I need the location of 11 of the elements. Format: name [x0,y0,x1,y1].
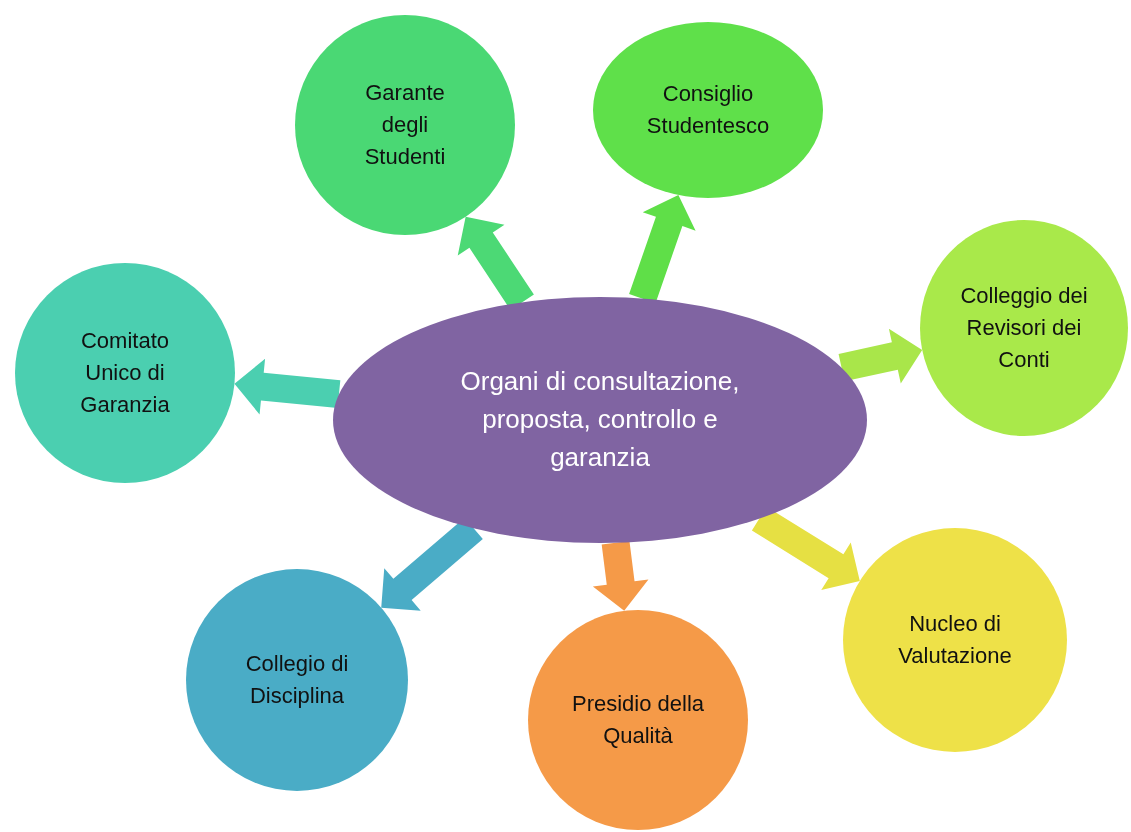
node-label: Colleggio dei Revisori dei Conti [959,282,1089,374]
node-label: Collegio di Disciplina [244,650,350,710]
block-arrow [838,328,923,384]
node-label: Presidio della Qualità [570,690,706,750]
block-arrow [592,541,649,611]
node-label: Garante degli Studenti [363,79,447,171]
node-label: Nucleo di Valutazione [897,610,1013,670]
node-label: Organi di consultazione, proposta, controllo e garanzia [459,365,741,474]
node-label: Consiglio Studentesco [645,80,771,140]
block-arrow [234,358,341,415]
node-label: Comitato Unico di Garanzia [79,327,171,419]
